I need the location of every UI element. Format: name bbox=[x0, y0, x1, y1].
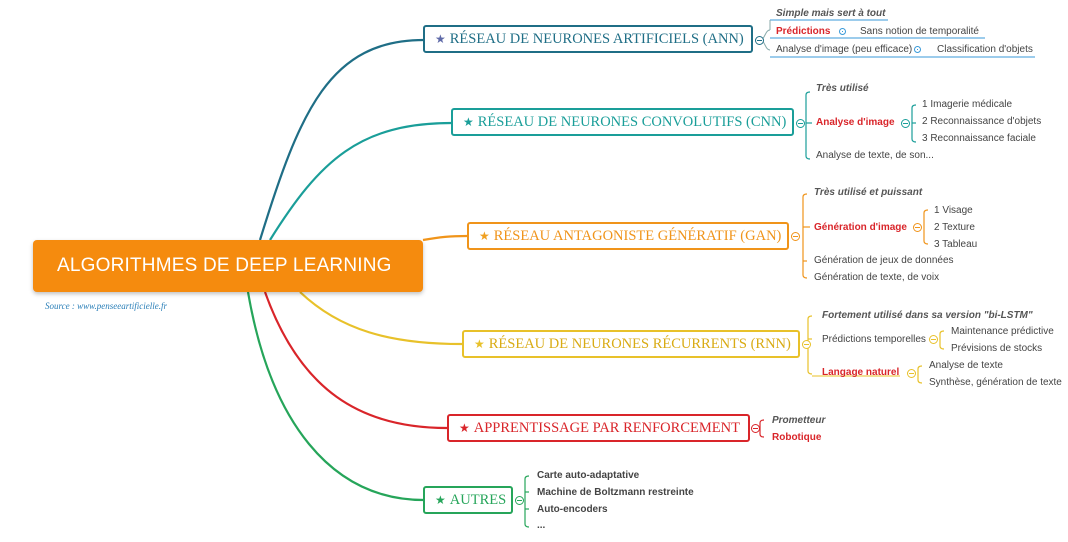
branch-ann[interactable]: ★ RÉSEAU DE NEURONES ARTIFICIELS (ANN) bbox=[423, 25, 753, 53]
rnn-item-language: Langage naturel bbox=[822, 367, 900, 378]
cnn-tagline: Très utilisé bbox=[816, 83, 869, 94]
collapse-toggle-icon[interactable] bbox=[515, 496, 524, 505]
ann-item-predictions: Prédictions bbox=[776, 26, 831, 37]
link-rnn bbox=[299, 291, 463, 346]
bullet-icon bbox=[839, 28, 846, 35]
star-icon: ★ bbox=[435, 493, 446, 507]
collapse-toggle-icon[interactable] bbox=[755, 36, 764, 45]
gan-other-2: Génération de texte, de voix bbox=[814, 272, 940, 283]
root-node[interactable]: ALGORITHMES DE DEEP LEARNING bbox=[33, 240, 423, 292]
gan-sub-2: 2 Texture bbox=[934, 222, 975, 233]
branch-rnn[interactable]: ★ RÉSEAU DE NEURONES RÉCURRENTS (RNN) bbox=[462, 330, 800, 358]
branch-cnn[interactable]: ★ RÉSEAU DE NEURONES CONVOLUTIFS (CNN) bbox=[451, 108, 794, 136]
other-item-3: Auto-encoders bbox=[537, 504, 608, 515]
other-item-2: Machine de Boltzmann restreinte bbox=[537, 487, 694, 498]
cnn-sub-3: 3 Reconnaissance faciale bbox=[922, 133, 1036, 144]
star-icon: ★ bbox=[435, 32, 446, 46]
gan-sub-3: 3 Tableau bbox=[934, 239, 978, 250]
ann-item-image-sub: Classification d'objets bbox=[937, 44, 1033, 55]
collapse-toggle-icon[interactable] bbox=[907, 369, 916, 378]
link-ann bbox=[258, 38, 425, 241]
collapse-toggle-icon[interactable] bbox=[802, 340, 811, 349]
cnn-other: Analyse de texte, de son... bbox=[816, 150, 934, 161]
rnn-item-temporal: Prédictions temporelles bbox=[822, 334, 926, 345]
cnn-main: Analyse d'image bbox=[816, 117, 895, 128]
rnn-language-sub-1: Analyse de texte bbox=[929, 360, 1003, 371]
branch-other-label: AUTRES bbox=[449, 491, 507, 508]
collapse-toggle-icon[interactable] bbox=[929, 335, 938, 344]
collapse-toggle-icon[interactable] bbox=[901, 119, 910, 128]
rl-item: Robotique bbox=[772, 432, 822, 443]
source-credit: Source : www.penseeartificielle.fr bbox=[45, 301, 167, 311]
ann-tagline: Simple mais sert à tout bbox=[776, 8, 886, 19]
bullet-icon bbox=[914, 46, 921, 53]
gan-main: Génération d'image bbox=[814, 222, 907, 233]
link-cnn bbox=[269, 121, 453, 241]
star-icon: ★ bbox=[463, 115, 474, 129]
branch-rl-label: APPRENTISSAGE PAR RENFORCEMENT bbox=[473, 419, 740, 436]
star-icon: ★ bbox=[474, 337, 485, 351]
branch-cnn-label: RÉSEAU DE NEURONES CONVOLUTIFS (CNN) bbox=[477, 113, 787, 130]
gan-tagline: Très utilisé et puissant bbox=[814, 187, 923, 198]
branch-gan[interactable]: ★ RÉSEAU ANTAGONISTE GÉNÉRATIF (GAN) bbox=[467, 222, 789, 250]
collapse-toggle-icon[interactable] bbox=[796, 119, 805, 128]
ann-item-predictions-sub: Sans notion de temporalité bbox=[860, 26, 979, 37]
branch-other[interactable]: ★ AUTRES bbox=[423, 486, 513, 514]
rnn-language-sub-2: Synthèse, génération de texte bbox=[929, 377, 1062, 388]
rnn-temporal-sub-1: Maintenance prédictive bbox=[951, 326, 1054, 337]
cnn-sub-1: 1 Imagerie médicale bbox=[922, 99, 1013, 110]
rnn-tagline: Fortement utilisé dans sa version "bi-LS… bbox=[822, 310, 1033, 321]
other-item-4: ... bbox=[537, 520, 546, 531]
rl-tagline: Prometteur bbox=[772, 415, 826, 426]
cnn-sub-2: 2 Reconnaissance d'objets bbox=[922, 116, 1042, 127]
branch-gan-label: RÉSEAU ANTAGONISTE GÉNÉRATIF (GAN) bbox=[493, 227, 782, 244]
link-gan bbox=[422, 234, 468, 242]
branch-rl[interactable]: ★ APPRENTISSAGE PAR RENFORCEMENT bbox=[447, 414, 750, 442]
link-other bbox=[246, 291, 425, 502]
collapse-toggle-icon[interactable] bbox=[791, 232, 800, 241]
collapse-toggle-icon[interactable] bbox=[913, 223, 922, 232]
collapse-toggle-icon[interactable] bbox=[751, 424, 760, 433]
gan-sub-1: 1 Visage bbox=[934, 205, 973, 216]
star-icon: ★ bbox=[479, 229, 490, 243]
root-label: ALGORITHMES DE DEEP LEARNING bbox=[57, 255, 392, 276]
star-icon: ★ bbox=[459, 421, 470, 435]
ann-item-image: Analyse d'image (peu efficace) bbox=[776, 44, 913, 55]
branch-rnn-label: RÉSEAU DE NEURONES RÉCURRENTS (RNN) bbox=[488, 335, 791, 352]
link-rl bbox=[263, 291, 448, 430]
rnn-temporal-sub-2: Prévisions de stocks bbox=[951, 343, 1043, 354]
branch-ann-label: RÉSEAU DE NEURONES ARTIFICIELS (ANN) bbox=[449, 30, 744, 47]
gan-other-1: Génération de jeux de données bbox=[814, 255, 954, 266]
other-item-1: Carte auto-adaptative bbox=[537, 470, 640, 481]
